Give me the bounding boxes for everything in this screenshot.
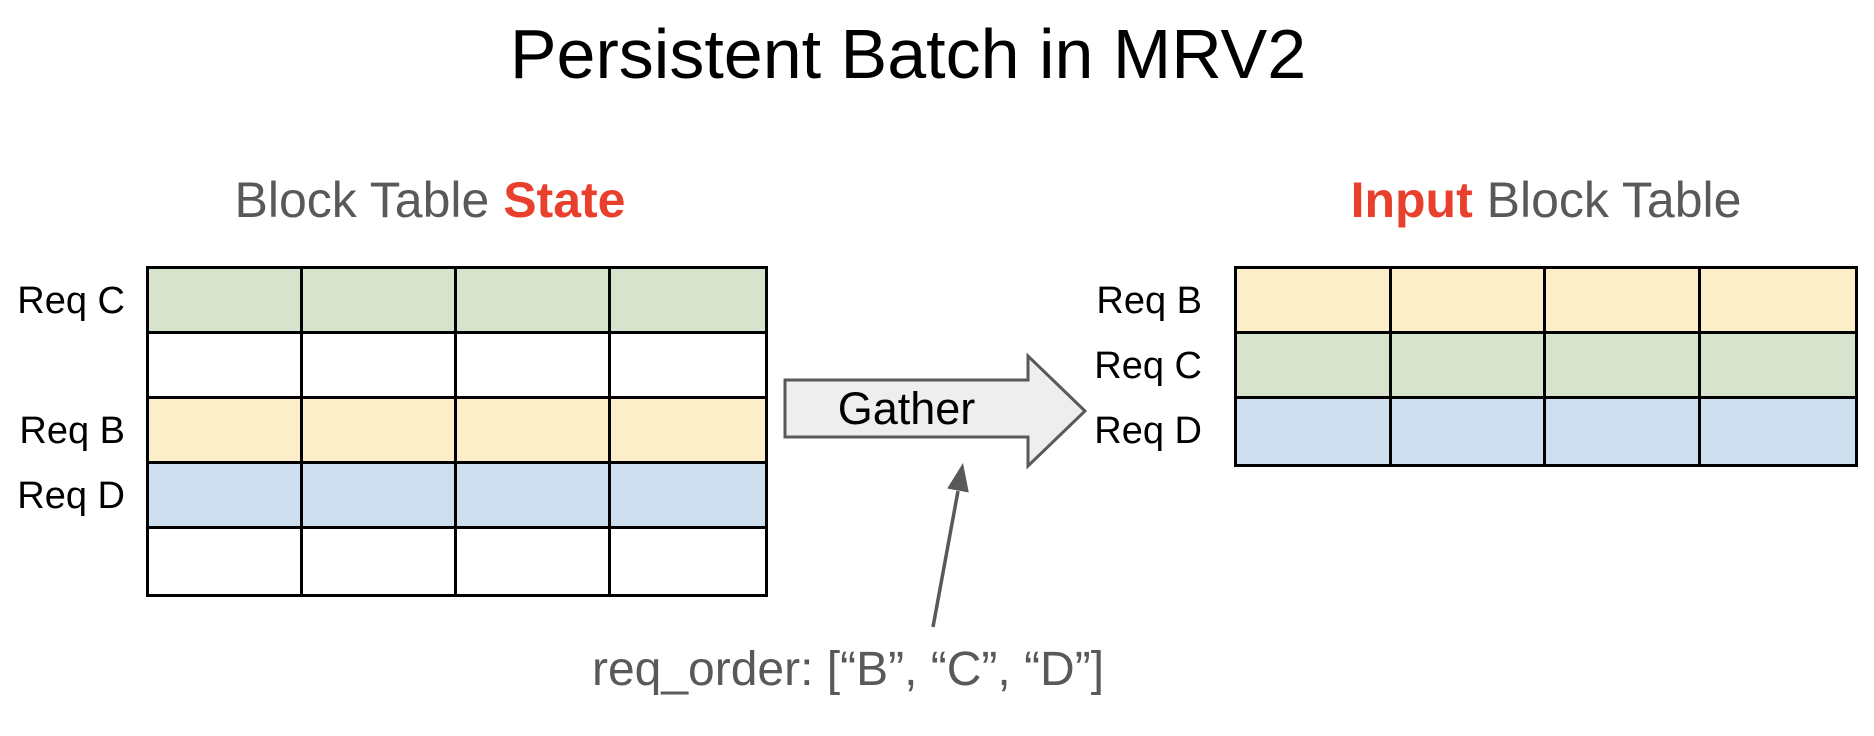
input-table-heading: Input Block Table [1237, 172, 1855, 230]
state-table-heading: Block Table State [100, 172, 760, 230]
block-cell [457, 529, 611, 594]
row-label: Req B [19, 410, 125, 452]
block-cell [611, 334, 765, 399]
req-order-pointer-line [931, 490, 960, 628]
block-cell [611, 464, 765, 529]
block-cell [457, 399, 611, 464]
row-label: Req C [1094, 345, 1202, 387]
block-cell [611, 529, 765, 594]
block-cell [457, 334, 611, 399]
block-cell [1546, 399, 1701, 464]
gather-arrow-label: Gather [837, 383, 976, 434]
block-cell [457, 269, 611, 334]
block-cell [457, 464, 611, 529]
row-label: Req D [1094, 410, 1202, 452]
block-cell [1237, 399, 1392, 464]
state-heading-text: Block Table [234, 172, 504, 228]
input-heading-text: Block Table [1472, 172, 1742, 228]
input-block-table [1234, 266, 1858, 467]
block-cell [303, 334, 457, 399]
block-cell [1391, 269, 1546, 334]
block-cell [303, 399, 457, 464]
block-cell [1700, 399, 1855, 464]
block-cell [1700, 269, 1855, 334]
block-cell [1237, 334, 1392, 399]
block-cell [1546, 334, 1701, 399]
block-cell [303, 269, 457, 334]
block-cell [149, 334, 303, 399]
block-cell [303, 464, 457, 529]
block-cell [303, 529, 457, 594]
block-cell [611, 399, 765, 464]
input-heading-accent: Input [1350, 172, 1473, 228]
row-label: Req C [17, 280, 125, 322]
block-cell [149, 464, 303, 529]
row-label: Req D [17, 475, 125, 517]
block-cell [149, 529, 303, 594]
block-cell [1391, 399, 1546, 464]
block-cell [1546, 269, 1701, 334]
state-heading-accent: State [503, 172, 626, 228]
row-label: Req B [1096, 280, 1202, 322]
block-cell [1391, 334, 1546, 399]
block-cell [149, 399, 303, 464]
block-cell [1237, 269, 1392, 334]
slide-title: Persistent Batch in MRV2 [509, 15, 1307, 93]
block-cell [611, 269, 765, 334]
req-order-pointer-arrowhead [947, 463, 969, 493]
block-cell [1700, 334, 1855, 399]
state-block-table [146, 266, 768, 597]
block-cell [149, 269, 303, 334]
req-order-annotation: req_order: [“B”, “C”, “D”] [591, 643, 1105, 696]
